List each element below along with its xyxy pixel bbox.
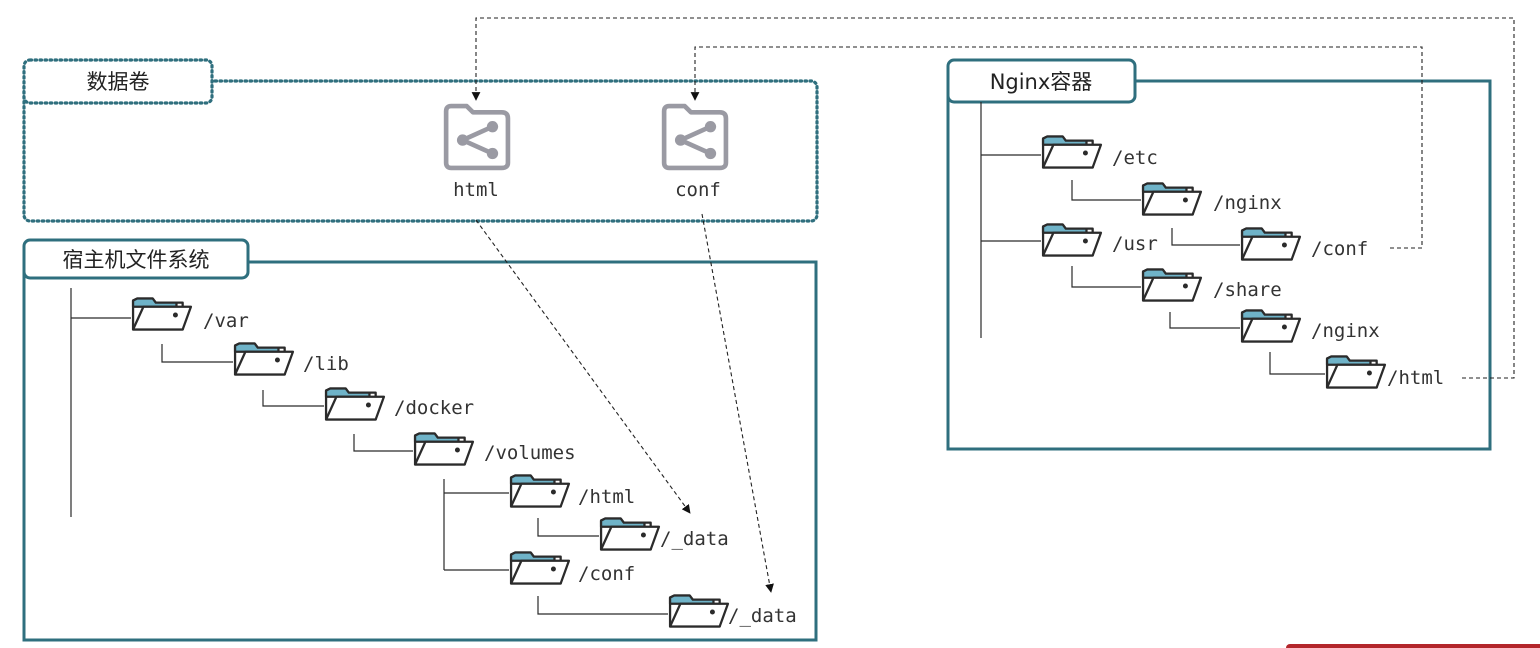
container-node-usr: /usr [1041,223,1158,257]
container-panel: Nginx容器 /etc /nginx /conf /usr [946,58,1492,451]
container-node-nginx-conf-parent: /nginx [1141,182,1282,216]
folder-icon [1325,355,1387,389]
host-node-var: /var [131,297,249,332]
container-node-label: /conf [1311,238,1368,260]
host-node-html: /html [509,474,635,508]
link-volume-conf-to-host [701,213,774,593]
host-node-lib: /lib [233,342,349,376]
folder-icon [324,387,386,421]
accent-bar [1286,644,1540,648]
folder-icon [233,342,295,376]
folder-icon [509,474,571,508]
container-node-label: /share [1213,279,1282,301]
container-node-label: /nginx [1213,192,1282,214]
host-fs-title: 宿主机文件系统 [63,248,210,272]
shared-folder-icon [446,106,508,168]
host-node-html-data: /_data [599,517,729,551]
host-node-label: /_data [660,528,729,550]
mount-links [471,17,1515,593]
container-node-label: /usr [1112,233,1158,255]
container-node-etc: /etc [1041,135,1158,169]
host-fs-panel: 宿主机文件系统 /var /lib /docker [22,238,818,642]
folder-icon [1041,223,1103,257]
folder-icon [1240,227,1302,261]
folder-icon [1141,268,1203,302]
shared-folder-icon [664,106,726,168]
container-title: Nginx容器 [990,70,1093,94]
volume-group-title: 数据卷 [87,70,150,94]
folder-icon [1041,135,1103,169]
host-node-label: /conf [578,563,635,585]
host-node-label: /html [578,486,635,508]
volume-conf-label: conf [675,179,721,201]
folder-icon [599,517,661,551]
volume-html: html [446,106,508,201]
folder-icon [1240,309,1302,343]
host-node-volumes: /volumes [413,432,576,466]
link-container-conf-to-volume [690,46,1423,249]
volume-conf: conf [664,106,726,201]
link-container-html-to-volume [471,17,1515,379]
folder-icon [509,551,571,585]
link-volume-html-to-host [475,219,691,514]
volume-html-label: html [453,179,499,201]
container-node-share: /share [1141,268,1282,302]
container-node-label: /etc [1112,147,1158,169]
folder-icon [131,297,193,331]
container-node-nginx: /nginx [1240,309,1380,343]
container-node-html: /html [1325,355,1444,389]
host-node-docker: /docker [324,387,474,421]
host-node-label: /_data [728,605,797,627]
volume-group: 数据卷 html conf [22,58,819,223]
container-node-label: /html [1387,367,1444,389]
container-node-conf: /conf [1240,227,1368,261]
host-node-label: /lib [303,353,349,375]
host-node-label: /docker [394,397,474,419]
host-node-conf-data: /_data [668,594,797,628]
host-node-label: /volumes [484,442,576,464]
folder-icon [1141,182,1203,216]
host-node-conf: /conf [509,551,635,585]
container-node-label: /nginx [1311,320,1380,342]
container-tree-lines [980,102,1325,375]
host-fs-tree-lines [70,288,668,615]
folder-icon [413,432,475,466]
host-node-label: /var [203,310,249,332]
folder-icon [668,594,730,628]
